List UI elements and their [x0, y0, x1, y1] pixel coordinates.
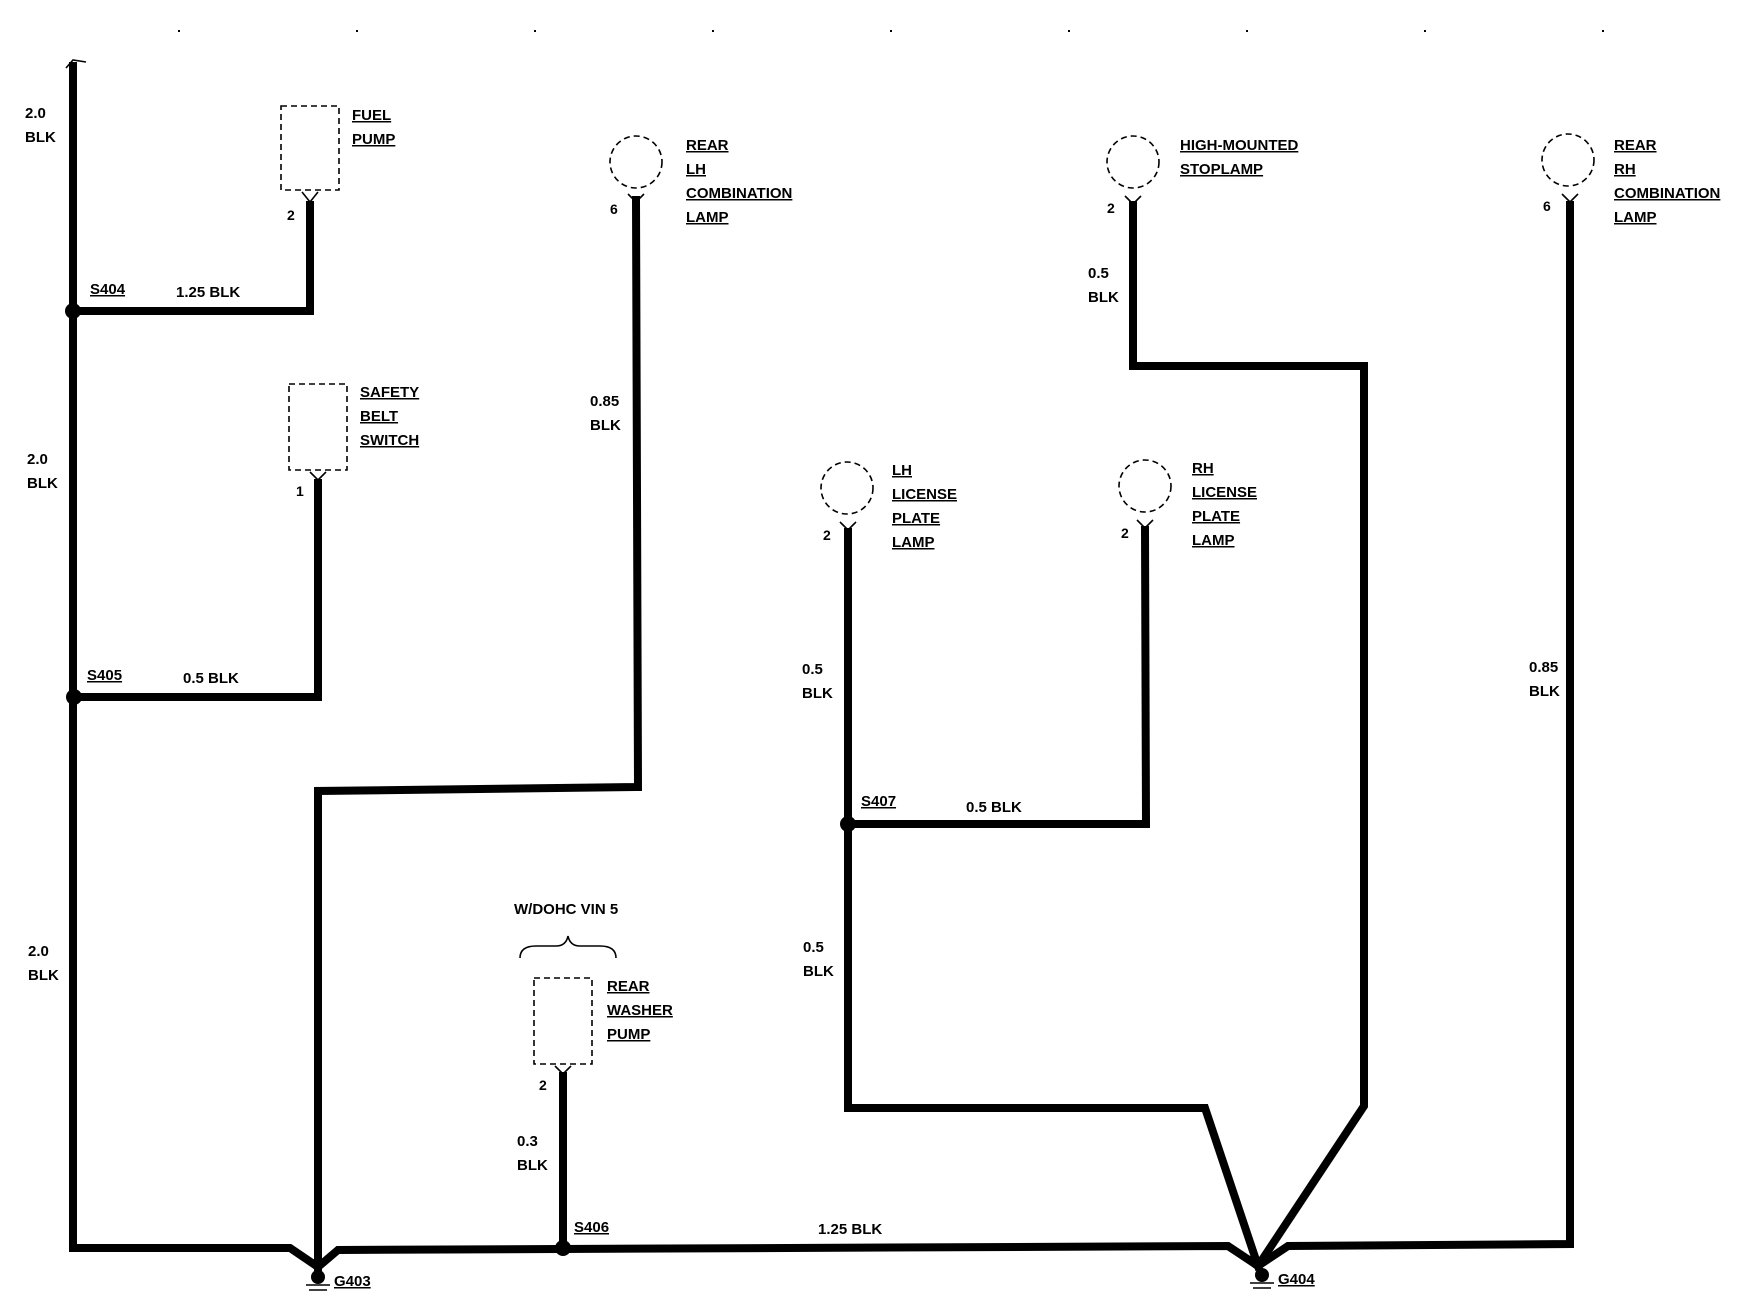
lh-license-lamp-pin: 2 [823, 527, 831, 543]
lh-license-lamp-terminal [839, 521, 857, 532]
fuel-pump-box [280, 105, 340, 191]
ground-g403-symbol [306, 1270, 330, 1291]
rh-license-lamp-pin: 2 [1121, 525, 1129, 541]
rear-washer-pump-box [533, 977, 593, 1065]
wire-safety-belt-label: 0.5 BLK [183, 670, 239, 687]
rear-rh-lamp-pin: 6 [1543, 198, 1551, 214]
rear-washer-pump-terminal [554, 1065, 572, 1076]
ground-g404-label: G404 [1278, 1271, 1315, 1288]
rear-lh-lamp-terminal [627, 193, 645, 204]
splice-s404-label: S404 [90, 281, 126, 298]
rh-license-lamp-bulb [1118, 459, 1172, 513]
splice-s404 [65, 303, 81, 319]
ground-g404-symbol [1250, 1268, 1274, 1289]
wire-stoplamp [1129, 201, 1368, 1272]
fuel-pump-terminal [301, 191, 319, 204]
wire-safety-belt [70, 479, 322, 701]
safety-belt-switch-terminal [309, 471, 327, 482]
rear-lh-lamp-bulb [609, 135, 663, 189]
option-brace [519, 935, 617, 959]
splice-s406 [555, 1240, 571, 1256]
splice-s405-label: S405 [87, 667, 122, 684]
fuel-pump-pin: 2 [287, 207, 295, 223]
safety-belt-switch-box [288, 383, 348, 471]
wire-fuel-pump [69, 201, 314, 315]
stoplamp-pin: 2 [1107, 200, 1115, 216]
safety-belt-switch-pin: 1 [296, 483, 304, 499]
splice-s407 [840, 816, 856, 832]
rh-license-lamp-terminal [1136, 519, 1154, 530]
splice-s405 [66, 689, 82, 705]
wire-lh-license [844, 528, 1264, 1272]
wire-ground-bus-label: 1.25 BLK [818, 1221, 882, 1238]
wire-fuel-pump-label: 1.25 BLK [176, 284, 240, 301]
border-ticks [178, 30, 1604, 32]
stoplamp-terminal [1124, 195, 1142, 206]
wire-rh-license-label: 0.5 BLK [966, 799, 1022, 816]
wire-rh-license [844, 525, 1151, 828]
rear-rh-lamp-bulb [1541, 133, 1595, 187]
stoplamp-bulb [1106, 135, 1160, 189]
lh-license-lamp-bulb [820, 461, 874, 515]
rear-washer-pump-pin: 2 [539, 1077, 547, 1093]
ground-g403-label: G403 [334, 1273, 371, 1290]
rear-rh-lamp-terminal [1561, 193, 1579, 204]
wire-rear-lh-lamp [314, 195, 643, 1271]
wire-left-main [69, 62, 324, 1273]
washer-option-label: W/DOHC VIN 5 [514, 901, 618, 918]
splice-s407-label: S407 [861, 793, 896, 810]
rear-lh-lamp-pin: 6 [610, 201, 618, 217]
wire-continuation-mark [65, 59, 87, 69]
splice-s406-label: S406 [574, 1219, 609, 1236]
